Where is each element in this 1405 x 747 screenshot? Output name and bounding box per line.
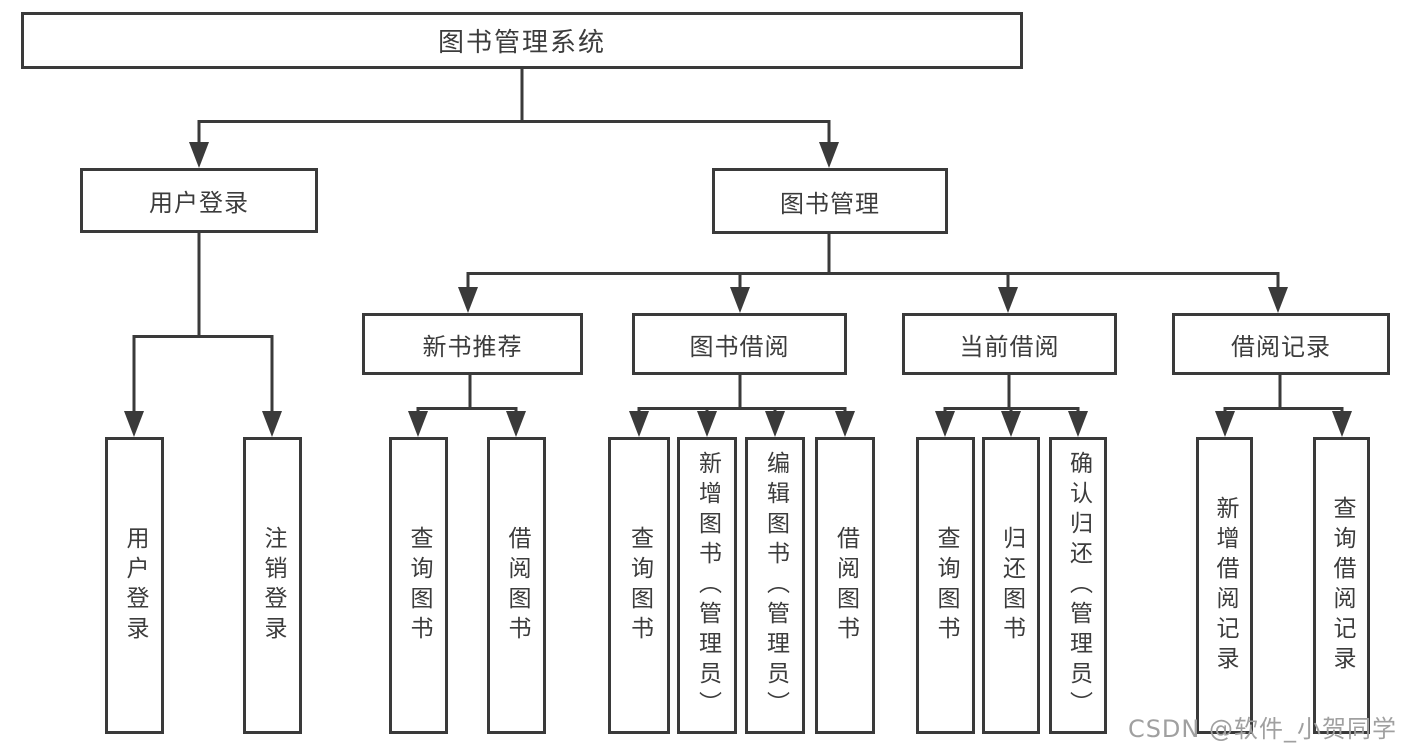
arrow-head-user-login [189,142,209,168]
arrow-head-leaf-user-login [124,411,144,437]
leaf-edit-books-admin: 编辑图书（管理员） [745,437,805,734]
node-user-login: 用户登录 [80,168,318,233]
node-borrowing-records: 借阅记录 [1172,313,1390,375]
leaf-query-books-3: 查询图书 [916,437,975,734]
arrow-head-cb-confirm [1068,411,1088,437]
arrow-head-bb-edit [765,411,785,437]
arrow-head-leaf-logout [262,411,282,437]
csdn-watermark: CSDN @软件_小贺同学 [1127,715,1397,743]
leaf-add-books-admin: 新增图书（管理员） [677,437,737,734]
arrow-head-borrow-records [1268,287,1288,313]
node-new-book-recommendation: 新书推荐 [362,313,583,375]
arrow-head-cb-query [935,411,955,437]
arrow-head-nbr-query [408,411,428,437]
leaf-query-borrow-record: 查询借阅记录 [1313,437,1370,734]
leaf-query-books: 查询图书 [389,437,448,734]
leaf-user-login: 用户登录 [105,437,164,734]
arrow-head-current-borrow [998,287,1018,313]
arrow-head-bb-borrow [835,411,855,437]
leaf-borrow-books-2: 借阅图书 [815,437,875,734]
leaf-query-books-2: 查询图书 [608,437,670,734]
arrow-head-bb-add [697,411,717,437]
node-root-system: 图书管理系统 [21,12,1023,69]
arrow-head-bb-query [629,411,649,437]
arrow-head-br-query [1332,411,1352,437]
arrow-head-cb-return [1001,411,1021,437]
node-book-borrowing: 图书借阅 [632,313,847,375]
arrow-head-new-book-rec [458,287,478,313]
leaf-add-borrow-record: 新增借阅记录 [1196,437,1253,734]
leaf-return-books: 归还图书 [982,437,1040,734]
leaf-logout-login: 注销登录 [243,437,302,734]
node-book-management: 图书管理 [712,168,948,234]
leaf-borrow-books: 借阅图书 [487,437,546,734]
arrow-head-nbr-borrow [506,411,526,437]
node-current-borrowing: 当前借阅 [902,313,1117,375]
arrow-head-br-add [1215,411,1235,437]
leaf-confirm-return-admin: 确认归还（管理员） [1049,437,1107,734]
arrow-head-book-mgmt [819,142,839,168]
arrow-head-book-borrow [730,287,750,313]
